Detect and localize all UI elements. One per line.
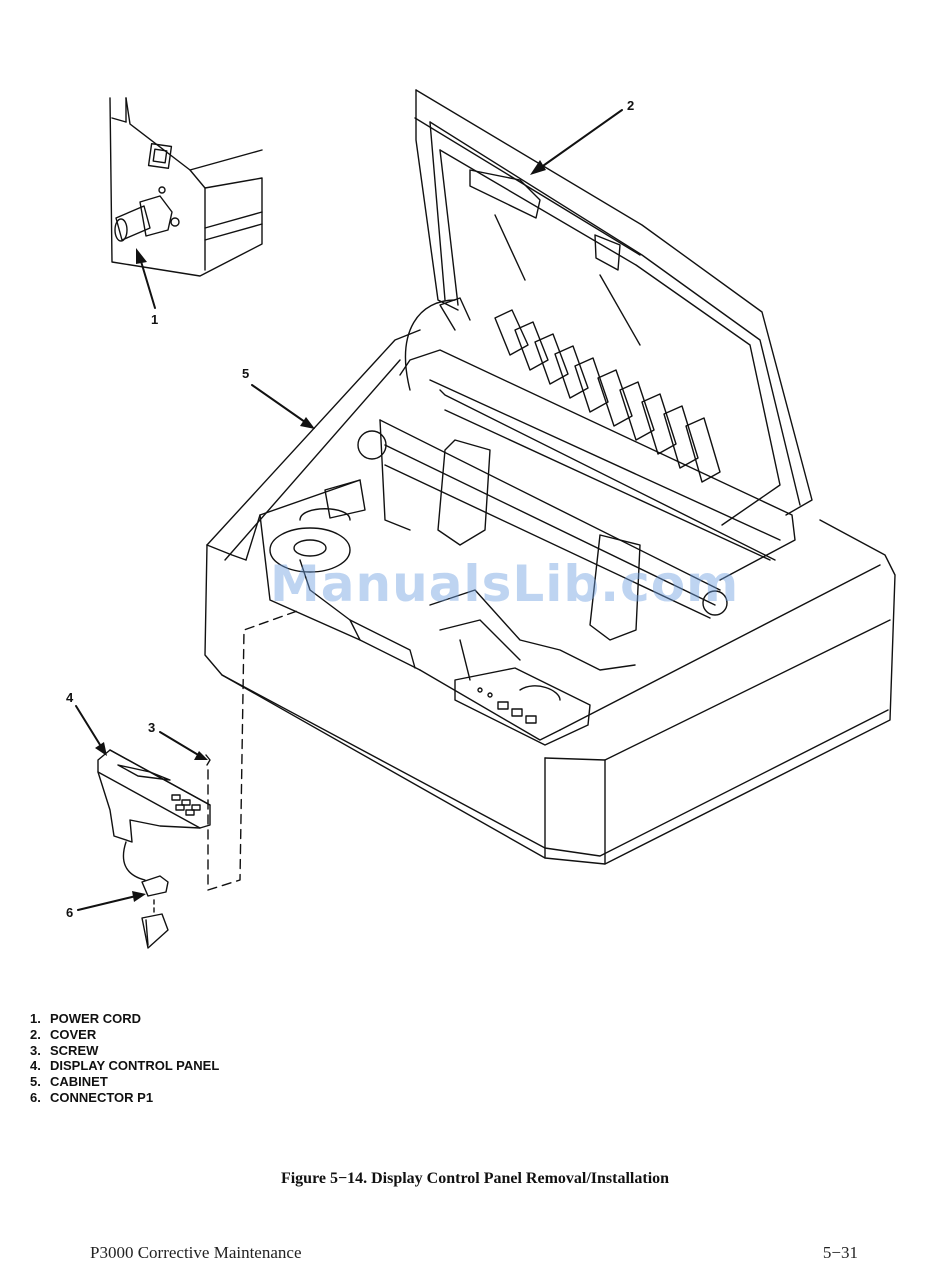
legend-label: COVER [50, 1027, 96, 1042]
legend-label: SCREW [50, 1043, 98, 1058]
print-mechanism [270, 298, 795, 745]
parts-legend: 1.POWER CORD 2.COVER 3.SCREW 4.DISPLAY C… [30, 1011, 219, 1106]
legend-item: 4.DISPLAY CONTROL PANEL [30, 1058, 219, 1074]
legend-item: 1.POWER CORD [30, 1011, 219, 1027]
legend-item: 6.CONNECTOR P1 [30, 1090, 219, 1106]
callout-3: 3 [148, 720, 155, 735]
callout-5: 5 [242, 366, 249, 381]
footer-page-number: 5−31 [823, 1243, 858, 1263]
figure-caption: Figure 5−14. Display Control Panel Remov… [0, 1170, 950, 1188]
paper-guides [495, 310, 720, 482]
callout-6: 6 [66, 905, 73, 920]
printer-line-drawing [0, 0, 950, 1000]
display-control-panel-part [98, 750, 210, 880]
power-cord-inset [110, 98, 262, 276]
routing-line [208, 610, 300, 890]
legend-item: 3.SCREW [30, 1043, 219, 1059]
callout-arrows [76, 110, 622, 910]
legend-item: 2.COVER [30, 1027, 219, 1043]
callout-1: 1 [151, 312, 158, 327]
callout-4: 4 [66, 690, 73, 705]
connector-p1-part [142, 876, 168, 948]
footer-section-title: P3000 Corrective Maintenance [90, 1243, 302, 1263]
exploded-view-figure: 1 2 3 4 5 6 ManualsLib.com [0, 0, 950, 1000]
legend-item: 5.CABINET [30, 1074, 219, 1090]
legend-label: DISPLAY CONTROL PANEL [50, 1058, 219, 1073]
legend-label: CONNECTOR P1 [50, 1090, 153, 1105]
callout-2: 2 [627, 98, 634, 113]
legend-label: CABINET [50, 1074, 108, 1089]
watermark: ManualsLib.com [270, 555, 739, 613]
legend-label: POWER CORD [50, 1011, 141, 1026]
cover-outline [415, 90, 812, 525]
